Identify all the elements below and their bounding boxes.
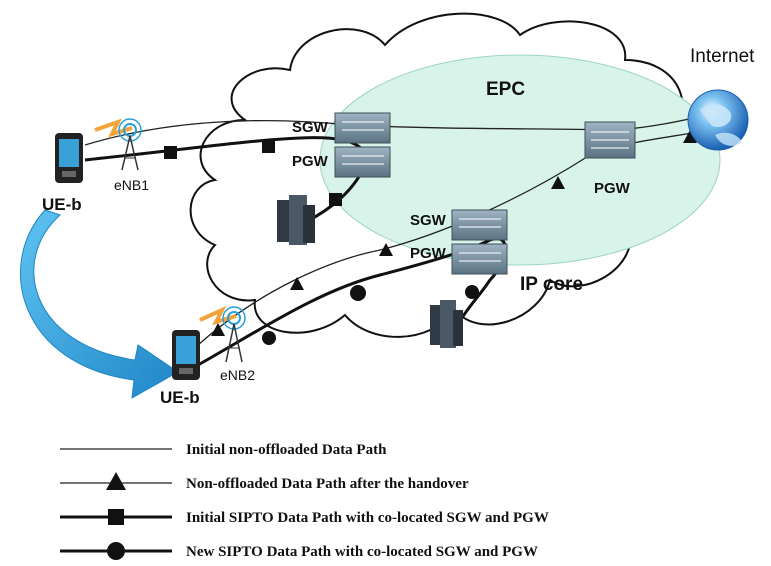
label-ue-bottom: UE-b [160, 388, 200, 407]
epc-pgw-server [584, 121, 636, 159]
legend: Initial non-offloaded Data Path Non-offl… [60, 442, 549, 560]
markers-triangle [211, 130, 697, 336]
sgw-pgw-stack-2 [451, 209, 508, 275]
label-ip-core: IP core [520, 274, 583, 295]
legend-text-3: New SIPTO Data Path with co-located SGW … [186, 544, 538, 560]
label-epc: EPC [486, 79, 525, 100]
local-server-2 [430, 300, 463, 348]
label-internet: Internet [690, 46, 755, 67]
legend-item-initial-sipto: Initial SIPTO Data Path with co-located … [60, 509, 549, 526]
label-pgw-2: PGW [410, 245, 447, 262]
markers-circle [262, 285, 479, 345]
label-enb2: eNB2 [220, 367, 255, 383]
label-pgw-epc: PGW [594, 180, 631, 197]
epc-ellipse [319, 54, 721, 266]
legend-item-non-offloaded-after-handover: Non-offloaded Data Path after the handov… [60, 472, 469, 492]
sgw-pgw-stack-1 [334, 112, 391, 178]
legend-text-2: Initial SIPTO Data Path with co-located … [186, 510, 549, 526]
markers-square [164, 140, 342, 206]
handover-arrow [20, 209, 179, 399]
legend-text-0: Initial non-offloaded Data Path [186, 442, 387, 458]
label-sgw-1: SGW [292, 119, 329, 136]
label-pgw-1: PGW [292, 153, 329, 170]
legend-text-1: Non-offloaded Data Path after the handov… [186, 476, 469, 492]
label-ue-top: UE-b [42, 195, 82, 214]
legend-item-new-sipto: New SIPTO Data Path with co-located SGW … [60, 542, 538, 560]
local-server-1 [277, 195, 315, 245]
internet-globe-icon [687, 89, 749, 151]
ue-device-bottom-icon [172, 330, 200, 380]
label-sgw-2: SGW [410, 212, 447, 229]
legend-item-initial-non-offloaded: Initial non-offloaded Data Path [60, 442, 387, 458]
enb2-tower-icon [199, 305, 246, 363]
path-initial-non-offloaded [84, 111, 716, 146]
ue-device-top-icon [55, 133, 83, 183]
label-enb1: eNB1 [114, 177, 149, 193]
enb1-tower-icon [94, 118, 142, 171]
